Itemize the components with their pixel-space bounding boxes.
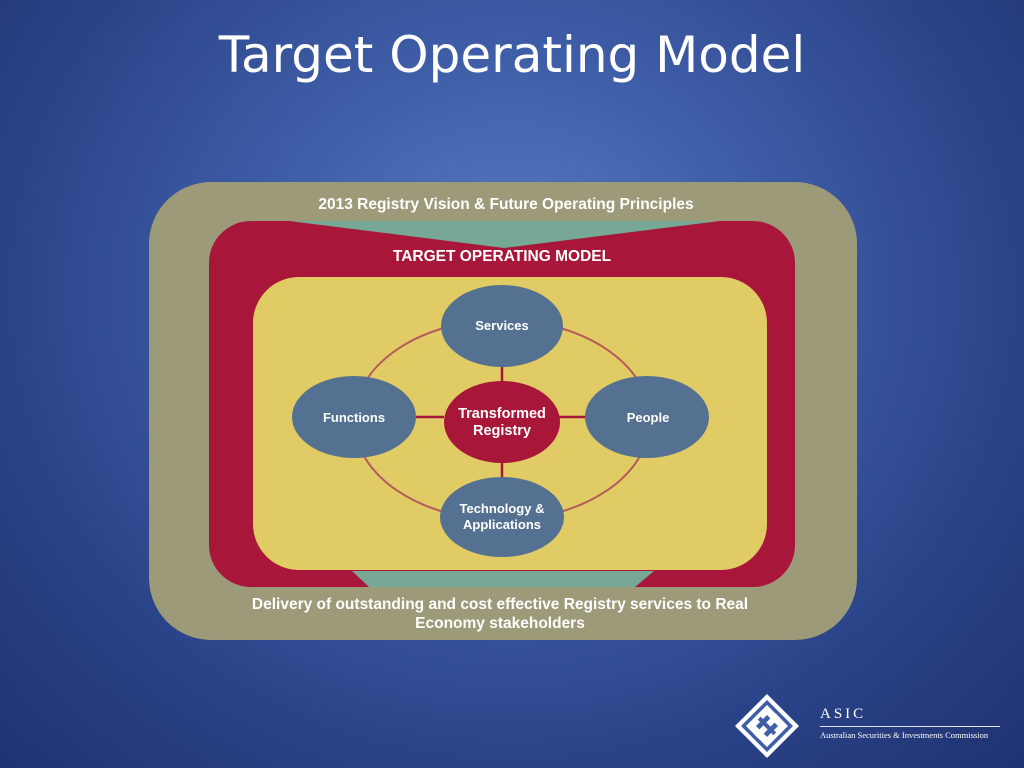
asic-logo-full-name: Australian Securities & Investments Comm… bbox=[820, 730, 989, 740]
functions-node bbox=[292, 376, 416, 458]
delivery-label-line1: Delivery of outstanding and cost effecti… bbox=[252, 596, 748, 613]
asic-logo-divider bbox=[820, 726, 1000, 727]
transformed-registry-node bbox=[444, 381, 560, 463]
top-arrow-shape bbox=[289, 221, 720, 248]
delivery-label-line2: Economy stakeholders bbox=[415, 615, 585, 632]
people-label: People bbox=[627, 410, 670, 425]
people-node bbox=[585, 376, 709, 458]
asic-logo-icon bbox=[735, 694, 799, 758]
slide-title: Target Operating Model bbox=[218, 26, 806, 84]
asic-logo-name: ASIC bbox=[820, 706, 867, 722]
technology-label-line1: Technology & bbox=[460, 501, 545, 516]
functions-label: Functions bbox=[323, 410, 385, 425]
center-label-line1: Transformed bbox=[458, 406, 546, 422]
technology-label-line2: Applications bbox=[463, 517, 541, 532]
bottom-arrow-shape bbox=[352, 571, 654, 587]
technology-node bbox=[440, 477, 564, 557]
center-label-line2: Registry bbox=[473, 423, 531, 439]
tom-label: TARGET OPERATING MODEL bbox=[393, 248, 611, 265]
services-label: Services bbox=[475, 318, 529, 333]
vision-label: 2013 Registry Vision & Future Operating … bbox=[318, 196, 693, 213]
services-node bbox=[441, 285, 563, 367]
